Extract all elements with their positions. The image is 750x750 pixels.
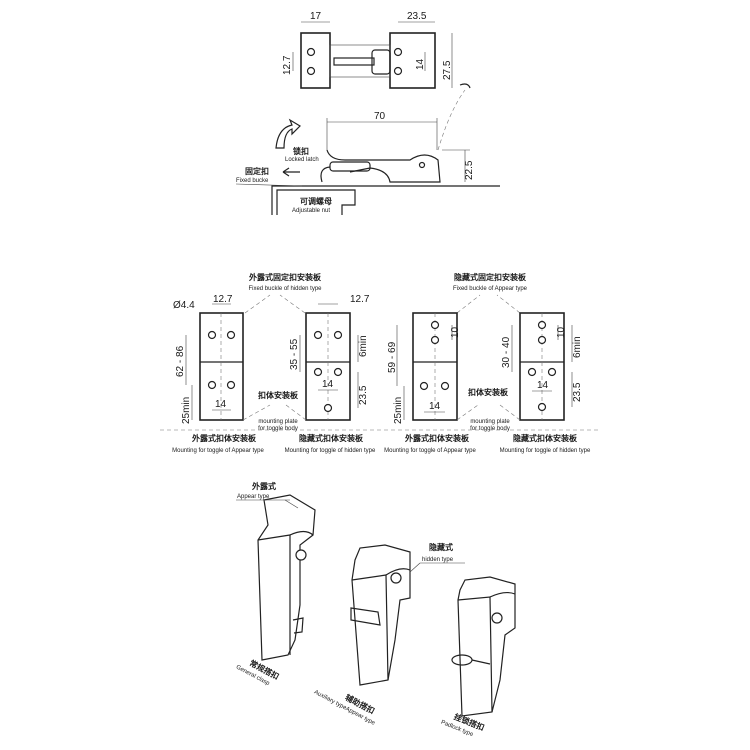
group-title-cn: 隐藏式固定扣安装板 [454,272,527,282]
dim-range: 30 - 40 [501,336,512,368]
hidden-type-label-en: hidden type [422,557,454,563]
locked-latch-label-cn: 锁扣 [293,146,309,156]
caption-en: Mounting for toggle of hidden type [500,448,591,454]
top-view: 17 23.5 12.7 14 27.5 [282,11,453,89]
toggle-body-label-en2: for toggle body [470,426,510,432]
dim-right-pitch: 14 [415,58,426,70]
caption-cn: 隐藏式扣体安装板 [299,433,364,443]
dim-pitch-top: 12.7 [350,294,370,305]
caption-en: Mounting for toggle of hidden type [285,448,376,454]
caption-en: Mounting for toggle of Appear type [384,448,476,454]
dim-min: 25min [393,397,404,424]
mounting-left-group: 外露式固定扣安装板 Fixed buckle of hidden type Ø4… [172,272,376,454]
group-title-en: Fixed buckle of hidden type [248,286,322,292]
dim-pitch-top: 12.7 [213,294,233,305]
locked-latch-label-en: Locked latch [285,157,319,163]
fixed-buckle-label-en: Fixed bucke [236,178,269,184]
left-plate [300,32,331,89]
latch-general-clasp [257,494,316,661]
dim-right-height: 27.5 [442,60,453,80]
dim-left-pitch: 12.7 [282,55,293,75]
dim-min: 6min [572,336,583,358]
dim-min: 6min [358,335,369,357]
appear-type-label-cn: 外露式 [252,481,276,491]
dim-range: 59 - 69 [387,341,398,373]
plate-appear-toggle [412,312,458,421]
fixed-buckle-label-cn: 固定扣 [245,166,269,176]
rotate-arrow-icon [275,118,301,149]
dim-offset: 23.5 [572,382,583,402]
caption-cn: 外露式扣体安装板 [192,433,257,443]
dim-offset: 23.5 [358,385,369,405]
toggle-body-label-en2: for toggle body [258,426,298,432]
caption-en: Mounting for toggle of Appear type [172,448,264,454]
dim-range: 35 - 55 [289,338,300,370]
dim-pitch-top: 10 [450,326,461,338]
caption-cn: 外露式扣体安装板 [405,433,470,443]
dim-height: 22.5 [464,160,475,180]
dim-min: 25min [181,397,192,424]
hidden-type-label-cn: 隐藏式 [429,542,453,552]
mounting-right-group: 隐藏式固定扣安装板 Fixed buckle of Appear type 10… [384,272,591,454]
latch-caption-0: 常规搭扣 General clasp [235,658,281,688]
dim-range: 62 - 86 [175,345,186,377]
latch-auxiliary [350,544,411,686]
dim-pitch-bottom: 14 [537,380,549,391]
toggle-body-label-cn: 扣体安装板 [258,390,299,400]
latch-padlock [451,576,516,717]
latch-caption-1: 辅助搭扣 Auxiliary typeAppear type [313,689,377,727]
arrow-left-icon [282,167,300,177]
dim-length: 70 [374,111,386,122]
side-view: 70 22.5 锁扣 Locked latch 固定扣 Fixed bucke … [235,83,500,215]
plate-appear-toggle [199,312,244,421]
appear-type-label-en: Appear type [237,494,270,500]
right-plate [389,32,436,89]
adjustable-nut-label-en: Adjustable nut [292,208,330,214]
dim-left-width: 17 [310,11,322,22]
caption-cn: 隐藏式扣体安装板 [513,433,578,443]
dim-pitch-bottom: 14 [322,379,334,390]
dim-right-width: 23.5 [407,11,427,22]
adjustable-nut-label-cn: 可调螺母 [300,196,332,206]
dim-pitch-top: 10 [556,326,567,338]
group-title-en: Fixed buckle of Appear type [453,286,528,292]
dim-pitch-bottom: 14 [215,399,227,410]
dim-pitch-bottom: 14 [429,401,441,412]
toggle-body-label-en: mounting plate [258,419,298,425]
hole-diameter: Ø4.4 [173,300,195,311]
group-title-cn: 外露式固定扣安装板 [249,272,322,282]
toggle-body-label-en: mounting plate [470,419,510,425]
toggle-body-label-cn: 扣体安装板 [468,387,509,397]
